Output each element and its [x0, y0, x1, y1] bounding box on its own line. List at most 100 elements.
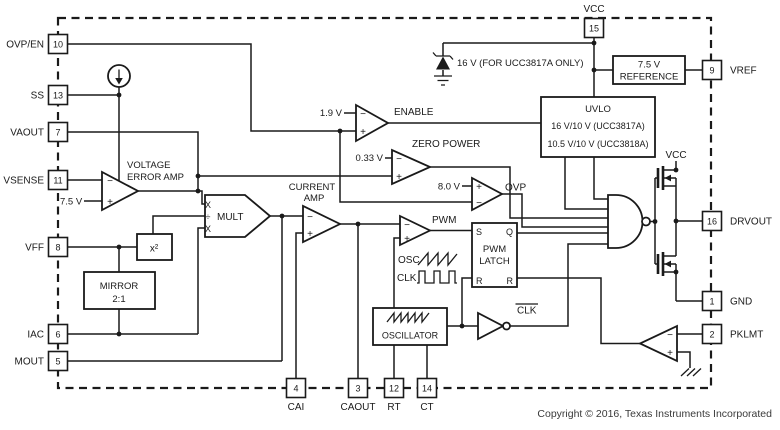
current-amp-label1: CURRENT — [289, 182, 336, 193]
pin-vaout: 7 VAOUT — [10, 121, 69, 143]
mirror-line1: MIRROR — [100, 281, 139, 292]
pwm-triangle — [399, 214, 433, 247]
pin-label-ct: CT — [420, 402, 433, 413]
pklmt-comparator: − + — [637, 324, 678, 363]
current-amp-minus: − — [307, 212, 313, 223]
pin-label-gnd: GND — [730, 297, 752, 308]
pwm-label: PWM — [432, 215, 456, 226]
pklmt-plus: + — [667, 348, 673, 359]
pin-num-14: 14 — [422, 384, 432, 394]
inverter-triangle — [477, 311, 505, 341]
pwm-minus: − — [404, 220, 410, 231]
clk-bar-label: CLK — [517, 306, 537, 317]
pin-box-16 — [701, 210, 723, 232]
sawtooth-wave-icon — [417, 251, 458, 267]
voltage-error-amp-triangle — [101, 170, 140, 212]
zero-power-plus: + — [396, 172, 402, 183]
pin-box-8 — [47, 236, 69, 258]
wires-right — [442, 43, 703, 368]
clock-wave-icon — [417, 270, 457, 284]
pin-num-15: 15 — [589, 24, 599, 34]
pwm-latch-block: S Q R R PWM LATCH — [471, 222, 518, 288]
pin-gnd: 1 GND — [701, 290, 752, 312]
pin-num-3: 3 — [355, 384, 360, 394]
latch-r-right: R — [507, 276, 514, 286]
square-label: x² — [150, 244, 159, 255]
pin-label-vref: VREF — [730, 66, 757, 77]
current-amp: − + CURRENT AMP — [289, 182, 343, 244]
mirror-block: MIRROR 2:1 — [83, 271, 156, 310]
pin-box-9 — [701, 59, 723, 81]
latch-line1: PWM — [483, 244, 506, 255]
pin-num-13: 13 — [53, 91, 63, 101]
voltage-error-amp-plus: + — [107, 197, 113, 208]
pin-box-5 — [47, 350, 69, 372]
ovp-plus: + — [476, 182, 482, 193]
clk-signal-label: CLK — [397, 273, 417, 284]
ovp-ref: 8.0 V — [438, 182, 461, 193]
square-outline — [136, 233, 173, 261]
pin-box-6 — [47, 323, 69, 345]
pin-ovp-en: 10 OVP/EN — [6, 33, 69, 55]
voltage-error-amp-minus: − — [107, 176, 113, 187]
pin-num-8: 8 — [55, 243, 60, 253]
uvlo-line3: 10.5 V/10 V (UCC3818A) — [547, 139, 648, 149]
oscillator-outline — [372, 307, 448, 346]
square-block: x² — [136, 233, 173, 261]
ovp-label: OVP — [505, 183, 526, 194]
pin-drvout: 16 DRVOUT — [701, 210, 772, 232]
mult-input-top: X — [205, 200, 211, 210]
pwm-comparator: − + PWM — [399, 214, 456, 247]
mult-block: X ÷ X MULT — [204, 194, 272, 238]
pin-label-iac: IAC — [27, 330, 44, 341]
enable-triangle — [355, 103, 390, 143]
pin-vcc: 15 VCC — [583, 4, 605, 39]
latch-s: S — [476, 227, 482, 237]
pin-num-1: 1 — [709, 297, 714, 307]
pin-box-10 — [47, 33, 69, 55]
pin-num-2: 2 — [709, 330, 714, 340]
pin-num-12: 12 — [389, 384, 399, 394]
pin-vref: 9 VREF — [701, 59, 757, 81]
latch-q: Q — [506, 227, 513, 237]
clk-inverter: CLK — [477, 303, 538, 341]
pin-ss: 13 SS — [31, 84, 69, 106]
mult-input-bot: X — [205, 224, 211, 234]
current-amp-label2: AMP — [304, 193, 325, 204]
zero-power-triangle — [391, 148, 433, 186]
ic-boundary — [56, 16, 713, 390]
enable-ref: 1.9 V — [320, 108, 343, 119]
pin-ct: 14 CT — [416, 377, 438, 413]
nmos-high-side-icon — [656, 166, 671, 190]
reference-line2: REFERENCE — [620, 72, 679, 83]
pin-vsense: 11 VSENSE — [3, 169, 69, 191]
voltage-error-amp-label1: VOLTAGE — [127, 160, 170, 171]
pin-box-3 — [347, 377, 369, 399]
nand-bubble — [641, 216, 651, 227]
pin-num-16: 16 — [707, 217, 717, 227]
chassis-ground-icon — [680, 368, 702, 377]
pin-box-1 — [701, 290, 723, 312]
pin-pklmt: 2 PKLMT — [701, 323, 763, 345]
voltage-error-amp: − + — [101, 170, 140, 212]
mult-input-mid: ÷ — [206, 212, 211, 222]
zero-power-ref: 0.33 V — [356, 153, 384, 164]
pin-label-rt: RT — [387, 402, 400, 413]
ovp-triangle — [471, 176, 504, 212]
pin-label-cai: CAI — [288, 402, 305, 413]
pin-box-11 — [47, 169, 69, 191]
pin-label-drvout: DRVOUT — [730, 217, 772, 228]
pklmt-minus: − — [667, 330, 673, 341]
oscillator-block: OSCILLATOR — [372, 307, 448, 346]
reference-block: 7.5 V REFERENCE — [612, 55, 686, 85]
mirror-line2: 2:1 — [112, 294, 125, 305]
enable-label: ENABLE — [394, 107, 434, 118]
inverter-bubble — [502, 321, 511, 331]
pin-rt: 12 RT — [383, 377, 405, 413]
current-amp-plus: + — [307, 229, 313, 240]
mult-outline — [204, 194, 272, 238]
pin-cai: 4 CAI — [285, 377, 307, 413]
pin-box-12 — [383, 377, 405, 399]
